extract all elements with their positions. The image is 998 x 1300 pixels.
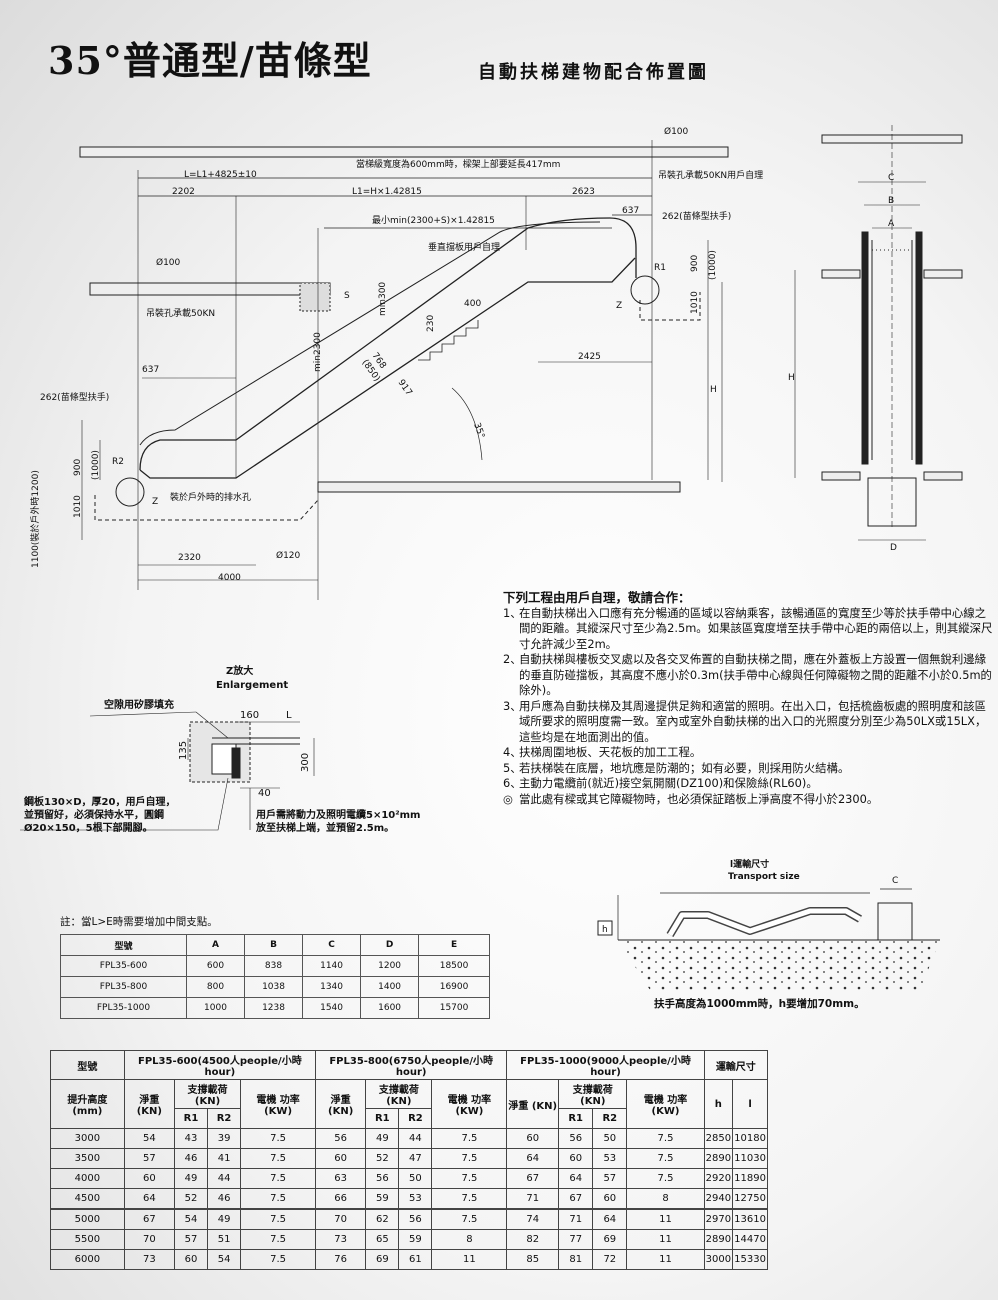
dim-2425: 2425 [578,352,601,362]
transport-note: 扶手高度為1000mm時，h要增加70mm。 [654,998,865,1010]
dim-900-left: 900 [73,459,83,476]
section-b-label: B [888,196,894,206]
transport-label-en: Transport size [728,872,800,882]
handrail-262-right: 262(苗條型扶手) [662,210,731,222]
min300-label: min300 [378,282,388,316]
hook-right-label: 吊裝孔承載50KN用戶自理 [658,169,763,181]
dia100-top-label: Ø100 [664,126,689,137]
section-h-label: H [788,373,795,383]
section-d-label: D [890,543,897,553]
dim-1010-left: 1010 [73,495,83,518]
l-formula-label: L=L1+4825±10 [184,170,257,180]
dim-230: 230 [426,315,436,332]
dim-400: 400 [464,299,481,309]
cable-note-line1: 用戶需將動力及照明電纜5×10²mm [255,808,420,821]
dim-637-left: 637 [142,365,159,375]
cable-note-line2: 放至扶梯上端，並預留2.5m。 [255,821,394,834]
l1-formula-label: L1=H×1.42815 [352,187,422,197]
notes-header: 下列工程由用戶自理，敬請合作： [503,590,691,605]
note-item: ◎當此處有樑或其它障礙物時，也必須保証踏板上淨高度不得小於2300。 [503,791,879,806]
upper-beam [299,282,331,312]
lower-floor-slab [317,481,681,493]
dim-40: 40 [258,788,271,799]
r1-label: R1 [654,263,666,273]
enlargement-title-en: Enlargement [216,680,288,691]
steel-note-line1: 鋼板130×D，厚20，用戶自理， [23,795,175,808]
z-left-label: Z [152,497,158,507]
drain-label: 裝於戶外時的排水孔 [170,491,251,503]
transport-c-label: C [892,876,898,886]
note-item: 1、在自動扶梯出入口應有充分暢通的區域以容納乘客，該暢通區的寬度至少等於扶手帶中… [503,605,993,651]
width-note: 當梯級寬度為600mm時，樑架上部要延長417mm [356,158,560,170]
z-right-label: Z [616,301,622,311]
note-item: 6、主動力電纜前(就近)接空氣開關(DZ100)和保險絲(RL60)。 [503,776,818,790]
dim-2320: 2320 [178,553,201,563]
outdoor-1100-label: 1100(裝於戶外時1200) [29,470,41,568]
upper-ceiling-slab [79,146,729,158]
section-c-label: C [888,173,894,183]
dim-1010-right: 1010 [690,291,700,314]
min2300-label: min2300 [313,332,323,372]
dia120-label: Ø120 [276,550,301,561]
angle-label: 35° [471,422,486,440]
handrail-262-left: 262(苗條型扶手) [40,391,109,403]
dim-1000-left: (1000) [91,450,101,480]
hook-left-label: 吊裝孔承載50KN [146,307,215,319]
min-formula-label: 最小min(2300+S)×1.42815 [372,215,495,226]
note-item: 5、若扶梯裝在底層，地坑應是防潮的；如有必要，則採用防火結構。 [503,760,850,775]
dim-l-label: L [286,710,292,721]
dim-917: 917 [396,378,414,398]
truss-bottom [139,257,636,479]
dim-2202: 2202 [172,187,195,197]
dim-1000-right: (1000) [708,250,718,280]
specification-table: 型號 FPL35-600(4500人people/小時hour) FPL35-8… [50,1050,769,1270]
table1-note: 註：當L>E時需要增加中間支點。 [60,916,218,928]
h-right-label: H [710,385,717,395]
note-item: 3、用戶應為自動扶梯及其周邊提供足夠和適當的照明。在出入口，包括梳齒板處的照明度… [503,698,987,744]
dim-637-top: 637 [622,206,639,216]
notes-section: 下列工程由用戶自理，敬請合作： 1、在自動扶梯出入口應有充分暢通的區域以容納乘客… [503,590,993,807]
transport-h-label: h [602,925,608,935]
dim-135: 135 [178,741,189,760]
escalator-elevation-drawing: Ø100 當梯級寬度為600mm時，樑架上部要延長417mm L=L1+4825… [29,125,963,600]
enlargement-title-cn: Z放大 [226,664,253,677]
steel-note-line3: Ø20×150，5根下部開腳。 [24,821,153,834]
truss-top [139,217,637,471]
page-subtitle: 自動扶梯建物配合佈置圖 [478,62,709,83]
transport-label-cn: l運輸尺寸 [730,858,769,870]
note-item: 4、扶梯周圍地板、天花板的加工工程。 [503,745,702,759]
upper-floor-slab [89,282,331,296]
dim-4000: 4000 [218,573,241,583]
vertical-guard-label: 垂直擋板用戶自理 [428,241,500,253]
note-item: 2、自動扶梯與樓板交叉處以及各交叉佈置的自動扶梯之間，應在外蓋板上方設置一個無銳… [503,652,992,697]
transport-size-figure: l運輸尺寸 Transport size C h [597,858,940,990]
gap-fill-label: 空隙用矽膠填充 [104,698,174,711]
dim-300: 300 [300,753,311,772]
section-a-label: A [888,219,895,229]
r2-label: R2 [112,457,124,467]
table-header-row: 提升高度 (mm) 淨重 (KN) 支撐載荷(KN) 電機 功率 (KW) 淨重… [50,1079,768,1129]
steel-note-line2: 並預留好，必須保持水平，圓鋼 [24,808,164,821]
dim-2623: 2623 [572,187,595,197]
dia100-left-label: Ø100 [156,257,181,268]
s-label: S [344,291,350,301]
dim-900-right: 900 [690,255,700,272]
dim-160: 160 [240,710,259,721]
z-enlargement-detail: Z放大 Enlargement 空隙用矽膠填充 160 L 40 135 300… [20,664,420,834]
page-title: 35°普通型/苗條型 [48,38,372,83]
table-header-row: 型號 FPL35-600(4500人people/小時hour) FPL35-8… [50,1050,769,1080]
